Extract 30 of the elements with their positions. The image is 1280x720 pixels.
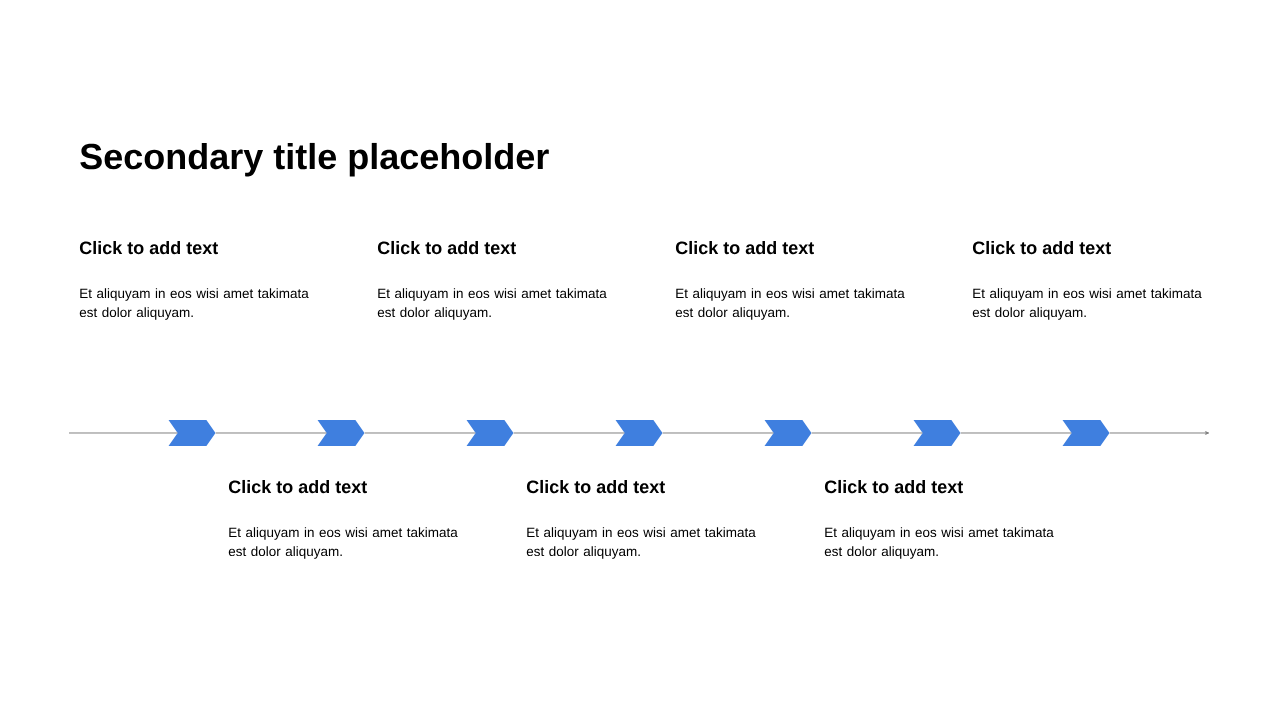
body-text: Et aliquyam in eos wisi amet takimata est dolor aliquyam. [228, 527, 458, 559]
heading: Click to add text [972, 240, 1111, 255]
body-text: Et aliquyam in eos wisi amet takimata est dolor aliquyam. [972, 288, 1202, 320]
timeline-line [662, 432, 774, 434]
body-text: Et aliquyam in eos wisi amet takimata est dolor aliquyam. [675, 288, 905, 320]
chevron-shape [168, 420, 216, 446]
chevron-shape [764, 420, 812, 446]
heading: Click to add text [79, 240, 218, 255]
chevron-shape [317, 420, 365, 446]
timeline-line [513, 432, 625, 434]
timeline-line [811, 432, 923, 434]
body-text: Et aliquyam in eos wisi amet takimata est dolor aliquyam. [79, 288, 309, 320]
heading: Click to add text [526, 479, 665, 494]
timeline-line [1109, 431, 1210, 435]
timeline-line [960, 432, 1072, 434]
heading: Click to add text [228, 479, 367, 494]
body-text: Et aliquyam in eos wisi amet takimata est dolor aliquyam. [377, 288, 607, 320]
chevron-shape [1062, 420, 1110, 446]
heading: Click to add text [377, 240, 516, 255]
body-text: Et aliquyam in eos wisi amet takimata est dolor aliquyam. [526, 527, 756, 559]
timeline-line [68, 432, 178, 434]
chevron-shape [615, 420, 663, 446]
body-text: Et aliquyam in eos wisi amet takimata est dolor aliquyam. [824, 527, 1054, 559]
timeline-line [364, 432, 476, 434]
heading: Click to add text [675, 240, 814, 255]
timeline-line [215, 432, 327, 434]
heading: Click to add text [824, 479, 963, 494]
chevron-shape [466, 420, 514, 446]
title: Secondary title placeholder [80, 142, 549, 177]
chevron-shape [913, 420, 961, 446]
